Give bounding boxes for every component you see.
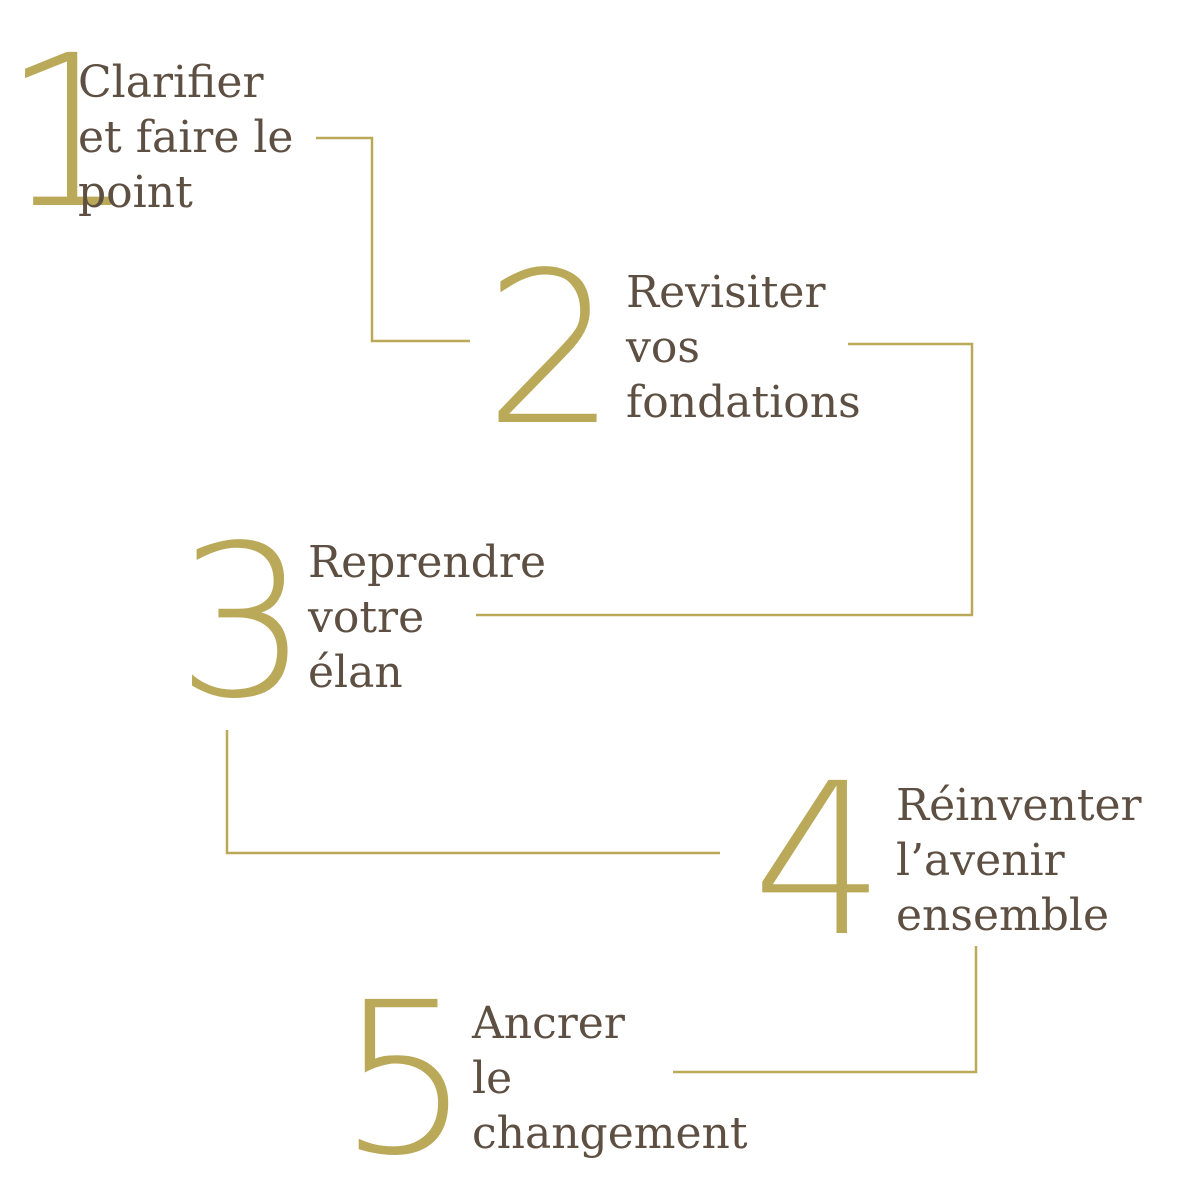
step-number: 4: [752, 738, 886, 983]
step-number: 2: [484, 227, 618, 472]
step-label-line: et faire le: [78, 112, 294, 163]
step-label-line: l’avenir: [896, 835, 1065, 886]
connector-1-2: [316, 136, 470, 343]
step-label-line: Reprendre: [308, 537, 546, 588]
step-label-line: élan: [308, 647, 403, 698]
step-label-line: fondations: [626, 377, 861, 428]
step-number: 3: [176, 500, 310, 745]
step-label: Ancrer le changement: [472, 996, 748, 1161]
connector-4-5: [673, 946, 978, 1074]
step-label-line: point: [78, 167, 193, 218]
step-label: Revisiter vos fondations: [626, 265, 861, 430]
step-label: Clarifier et faire le point: [78, 55, 293, 220]
step-label: Réinventer l’avenir ensemble: [896, 778, 1142, 943]
step-label-line: Ancrer: [472, 998, 625, 1049]
step-label-line: votre: [308, 592, 425, 643]
step-number: 5: [338, 957, 472, 1202]
connector-2-3: [476, 342, 974, 617]
connector-3-4: [225, 730, 720, 855]
step-label-line: le: [472, 1053, 513, 1104]
step-label-line: Revisiter: [626, 267, 826, 318]
step-label-line: vos: [626, 322, 700, 373]
step-label: Reprendre votre élan: [308, 535, 546, 700]
step-label-line: Réinventer: [896, 780, 1142, 831]
step-label-line: changement: [472, 1108, 748, 1159]
step-number: 1: [2, 10, 136, 255]
step-label-line: ensemble: [896, 890, 1109, 941]
step-label-line: Clarifier: [78, 57, 264, 108]
